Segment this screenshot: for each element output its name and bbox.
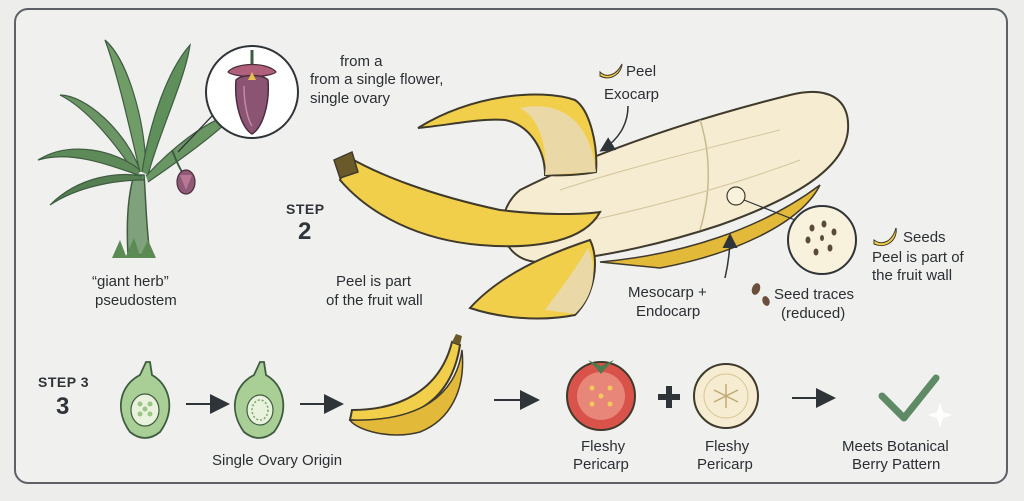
mesocarp-arrow [722,233,738,279]
peel-wall-label-1: Peel is part [336,273,412,290]
flower-callout-label-3: single ovary [310,90,391,107]
seeds-small-banana-icon [873,227,897,246]
sparkle-icon [927,402,953,428]
fleshy-pericarp-1-line2: Pericarp [573,456,629,473]
flower-callout-label-2: from a single flower, [310,71,444,88]
ovary-icon-1 [120,361,171,439]
seed-traces-label-2: (reduced) [781,305,846,322]
mesocarp-label-1: Mesocarp + [628,284,707,301]
fleshy-pericarp-2-line1: Fleshy [705,438,750,455]
peel-small-banana-icon [599,63,623,79]
tomato-cross-section-icon [566,360,636,431]
peel-wall-label-2: of the fruit wall [326,292,423,309]
whole-banana-icon [348,334,464,436]
pseudostem-label: pseudostem [95,292,177,309]
step-2-number: 2 [298,218,312,245]
peel-label: Peel [626,63,657,80]
banana-plant-icon [37,39,240,258]
peeled-banana-icon [333,90,857,320]
checkmark-icon [878,374,940,422]
flower-callout-icon [177,45,299,153]
banana-slice-icon [693,363,759,429]
fleshy-pericarp-2-line2: Pericarp [697,456,753,473]
step-3-label: STEP 3 [38,374,89,390]
ovary-origin-label: Single Ovary Origin [212,452,343,469]
plus-icon [658,386,680,408]
seed-traces-icon [751,283,770,306]
seed-traces-label-1: Seed traces [774,286,855,303]
berry-pattern-line2: Berry Pattern [852,456,941,473]
fleshy-pericarp-1-line1: Fleshy [581,438,626,455]
mesocarp-label-2: Endocarp [636,303,701,320]
step-2-label: STEP [286,201,325,217]
flower-callout-label-1: from a [340,53,383,70]
seeds-label: Seeds [903,229,946,246]
berry-pattern-line1: Meets Botanical [842,438,949,455]
giant-herb-label: “giant herb” [92,273,169,290]
step-3-number: 3 [56,393,70,420]
seeds-wall-label-2: the fruit wall [872,267,953,284]
exocarp-arrow [599,105,629,152]
seeds-wall-label-1: Peel is part of [872,249,964,266]
exocarp-label: Exocarp [604,86,660,103]
ovary-icon-2 [234,361,285,439]
